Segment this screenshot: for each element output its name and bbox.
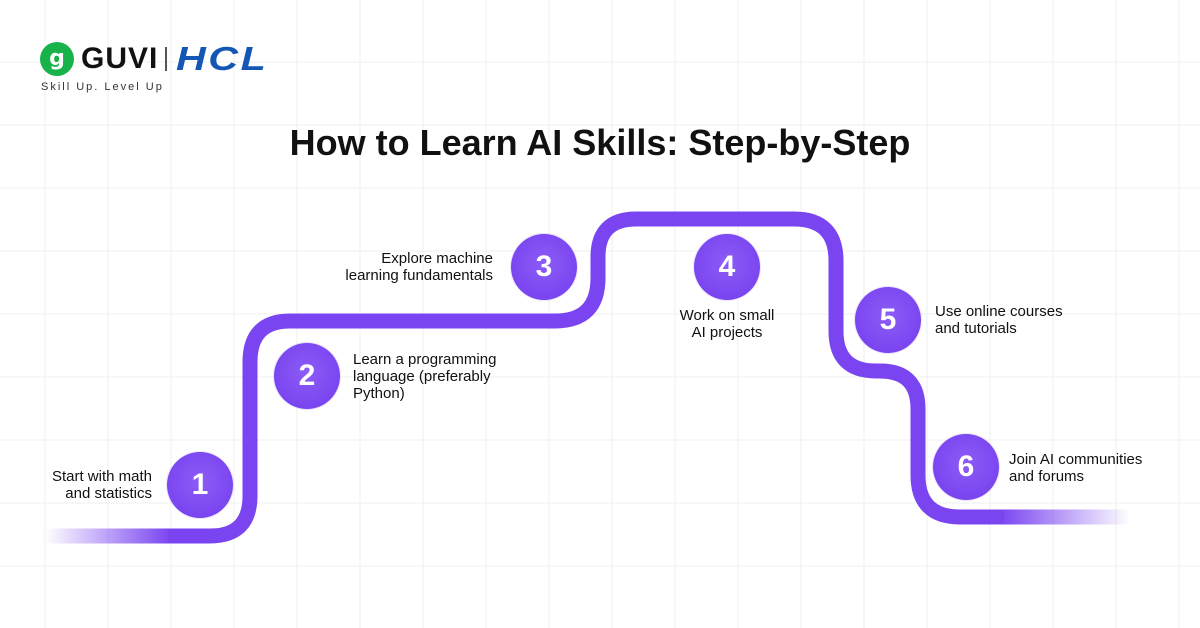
guvi-logo-icon: g (40, 42, 74, 76)
path-main-segment (168, 211, 1004, 544)
step-6-label: Join AI communities and forums (1009, 451, 1142, 485)
step-2-label-line: language (preferably (353, 368, 491, 385)
step-3-label: Explore machine learning fundamentals (345, 250, 493, 284)
logo-divider (165, 47, 167, 71)
step-3-label-line: learning fundamentals (345, 267, 493, 284)
step-5-label-line: and tutorials (935, 320, 1017, 337)
step-2-label-line: Learn a programming (353, 351, 497, 368)
step-2-badge: 2 (274, 343, 340, 409)
brand-logo: g GUVI HCL Skill Up. Level Up (40, 42, 310, 98)
brand-tagline: Skill Up. Level Up (41, 81, 164, 93)
step-5-badge: 5 (855, 287, 921, 353)
step-4-label-line: AI projects (691, 324, 763, 341)
step-5-label-line: Use online courses (935, 303, 1063, 320)
page-title: How to Learn AI Skills: Step-by-Step (289, 122, 911, 163)
step-5-label: Use online courses and tutorials (935, 303, 1063, 337)
step-6-label-line: Join AI communities (1009, 451, 1143, 468)
step-1-badge: 1 (167, 452, 233, 518)
step-1-label-line: and statistics (65, 485, 152, 502)
step-3-badge: 3 (511, 234, 577, 300)
step-1-label-line: Start with math (51, 468, 152, 485)
step-2-label: Learn a programming language (preferably… (353, 351, 496, 402)
step-2-label-line: Python) (353, 385, 405, 402)
step-4-label: Work on small AI projects (647, 307, 807, 341)
guvi-wordmark: GUVI (81, 42, 159, 75)
step-4-label-line: Work on small (679, 307, 775, 324)
step-1-label: Start with math and statistics (52, 468, 152, 502)
step-6-label-line: and forums (1009, 468, 1085, 485)
step-4-badge: 4 (694, 234, 760, 300)
step-6-badge: 6 (933, 434, 999, 500)
hcl-wordmark: HCL (176, 40, 269, 77)
step-3-label-line: Explore machine (381, 250, 493, 267)
